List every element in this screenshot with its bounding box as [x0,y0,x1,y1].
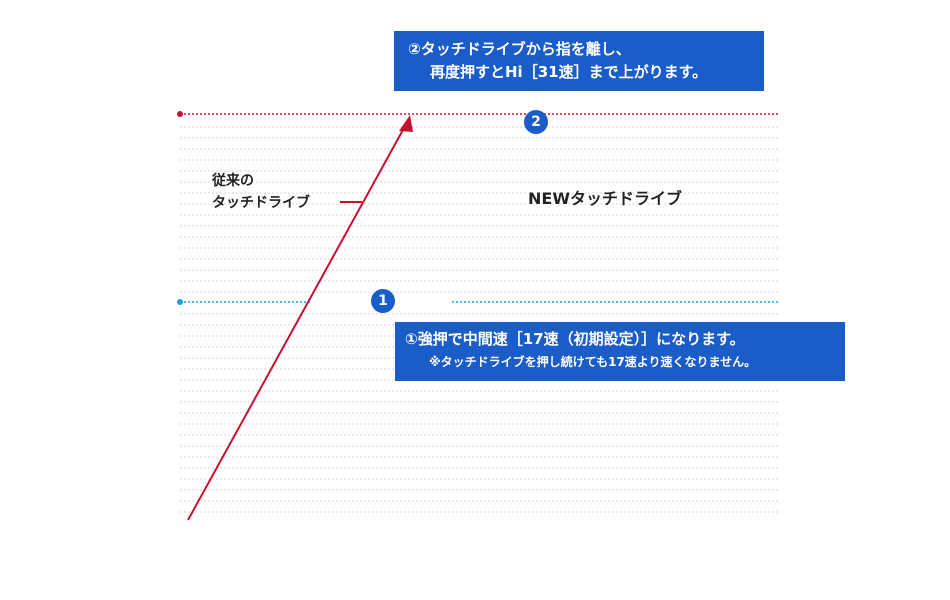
old-drive-label-line2: タッチドライブ [212,195,310,211]
step2-callout-line1: ②タッチドライブから指を離し、 [408,40,631,58]
old-drive-label-line1: 従来の [212,173,254,189]
mid-speed-line-start-dot [177,299,183,305]
step2-callout-line2: 再度押すとHi［31速］まで上がります。 [430,63,708,81]
step1-callout-note: ※タッチドライブを押し続けても17速より速くなりません。 [429,355,757,369]
old-drive-arrow-head [399,115,413,132]
new-drive-label: NEWタッチドライブ [528,189,682,208]
step1-callout: ①強押で中間速［17速（初期設定）］になります。 ※タッチドライブを押し続けても… [395,322,845,381]
step1-callout-main: ①強押で中間速［17速（初期設定）］になります。 [405,330,745,348]
step1-badge: 1 [371,289,395,313]
step2-badge: 2 [524,110,548,134]
old-drive-arrow-line [187,127,405,521]
old-drive-label: 従来の タッチドライブ [212,170,310,214]
step2-callout: ②タッチドライブから指を離し、 再度押すとHi［31速］まで上がります。 [394,31,764,91]
hi-speed-line-start-dot [177,111,183,117]
